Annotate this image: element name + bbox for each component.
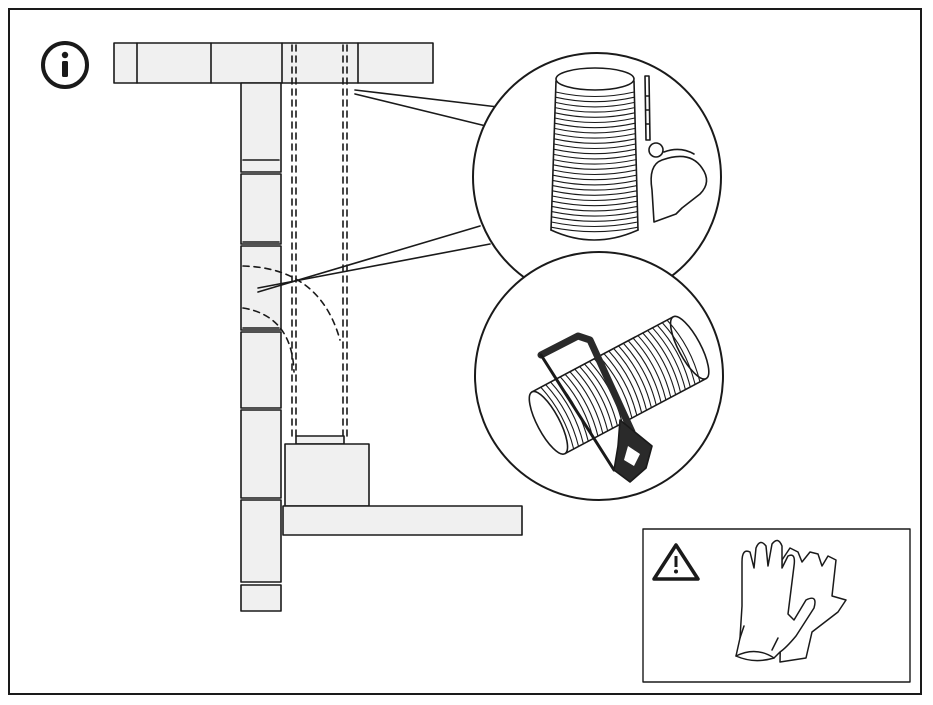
instruction-frame [8, 8, 922, 695]
duct-outline [242, 44, 348, 437]
tape-measure [644, 75, 651, 141]
flexible-duct-upright [550, 67, 639, 241]
duct-ribs [550, 91, 639, 233]
hand [648, 142, 708, 223]
info-icon [41, 41, 89, 89]
protective-gloves-icon [735, 539, 847, 663]
detail-measure-duct [472, 52, 722, 302]
ceiling-wall [113, 42, 434, 84]
flexible-duct-horizontal [528, 315, 710, 455]
callout-lines [257, 89, 499, 293]
detail-cut-duct [474, 251, 724, 501]
side-wall [240, 82, 282, 612]
cooker-hood [282, 435, 523, 536]
duct-ribs [540, 319, 701, 450]
warning-triangle-icon [652, 543, 700, 581]
hacksaw [537, 332, 653, 483]
safety-gloves-notice [642, 528, 911, 683]
